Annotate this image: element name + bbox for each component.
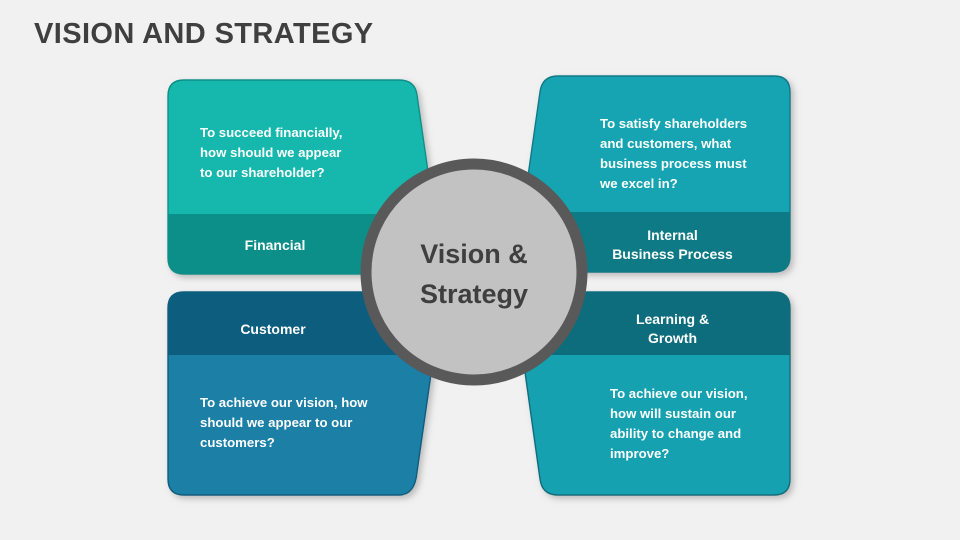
quadrant-learning-growth-label: Learning & Growth [635, 311, 710, 346]
quadrant-internal-business-process-label: Internal Business Process [612, 227, 733, 262]
page-title: VISION AND STRATEGY [34, 18, 374, 50]
quadrant-customer-body: To achieve our vision, how should we app… [200, 395, 368, 450]
quadrant-customer-label: Customer [240, 321, 306, 337]
center-circle-shape[interactable] [360, 158, 588, 386]
quadrant-internal-business-process[interactable] [505, 75, 795, 274]
quadrant-learning-growth-body: To achieve our vision, how will sustain … [610, 386, 748, 461]
center-circle[interactable] [360, 158, 588, 386]
quadrant-internal-business-process-body: To satisfy shareholders and customers, w… [600, 116, 748, 191]
quadrant-financial-body: To succeed financially, how should we ap… [200, 125, 343, 180]
quadrant-financial-label: Financial [244, 237, 306, 253]
